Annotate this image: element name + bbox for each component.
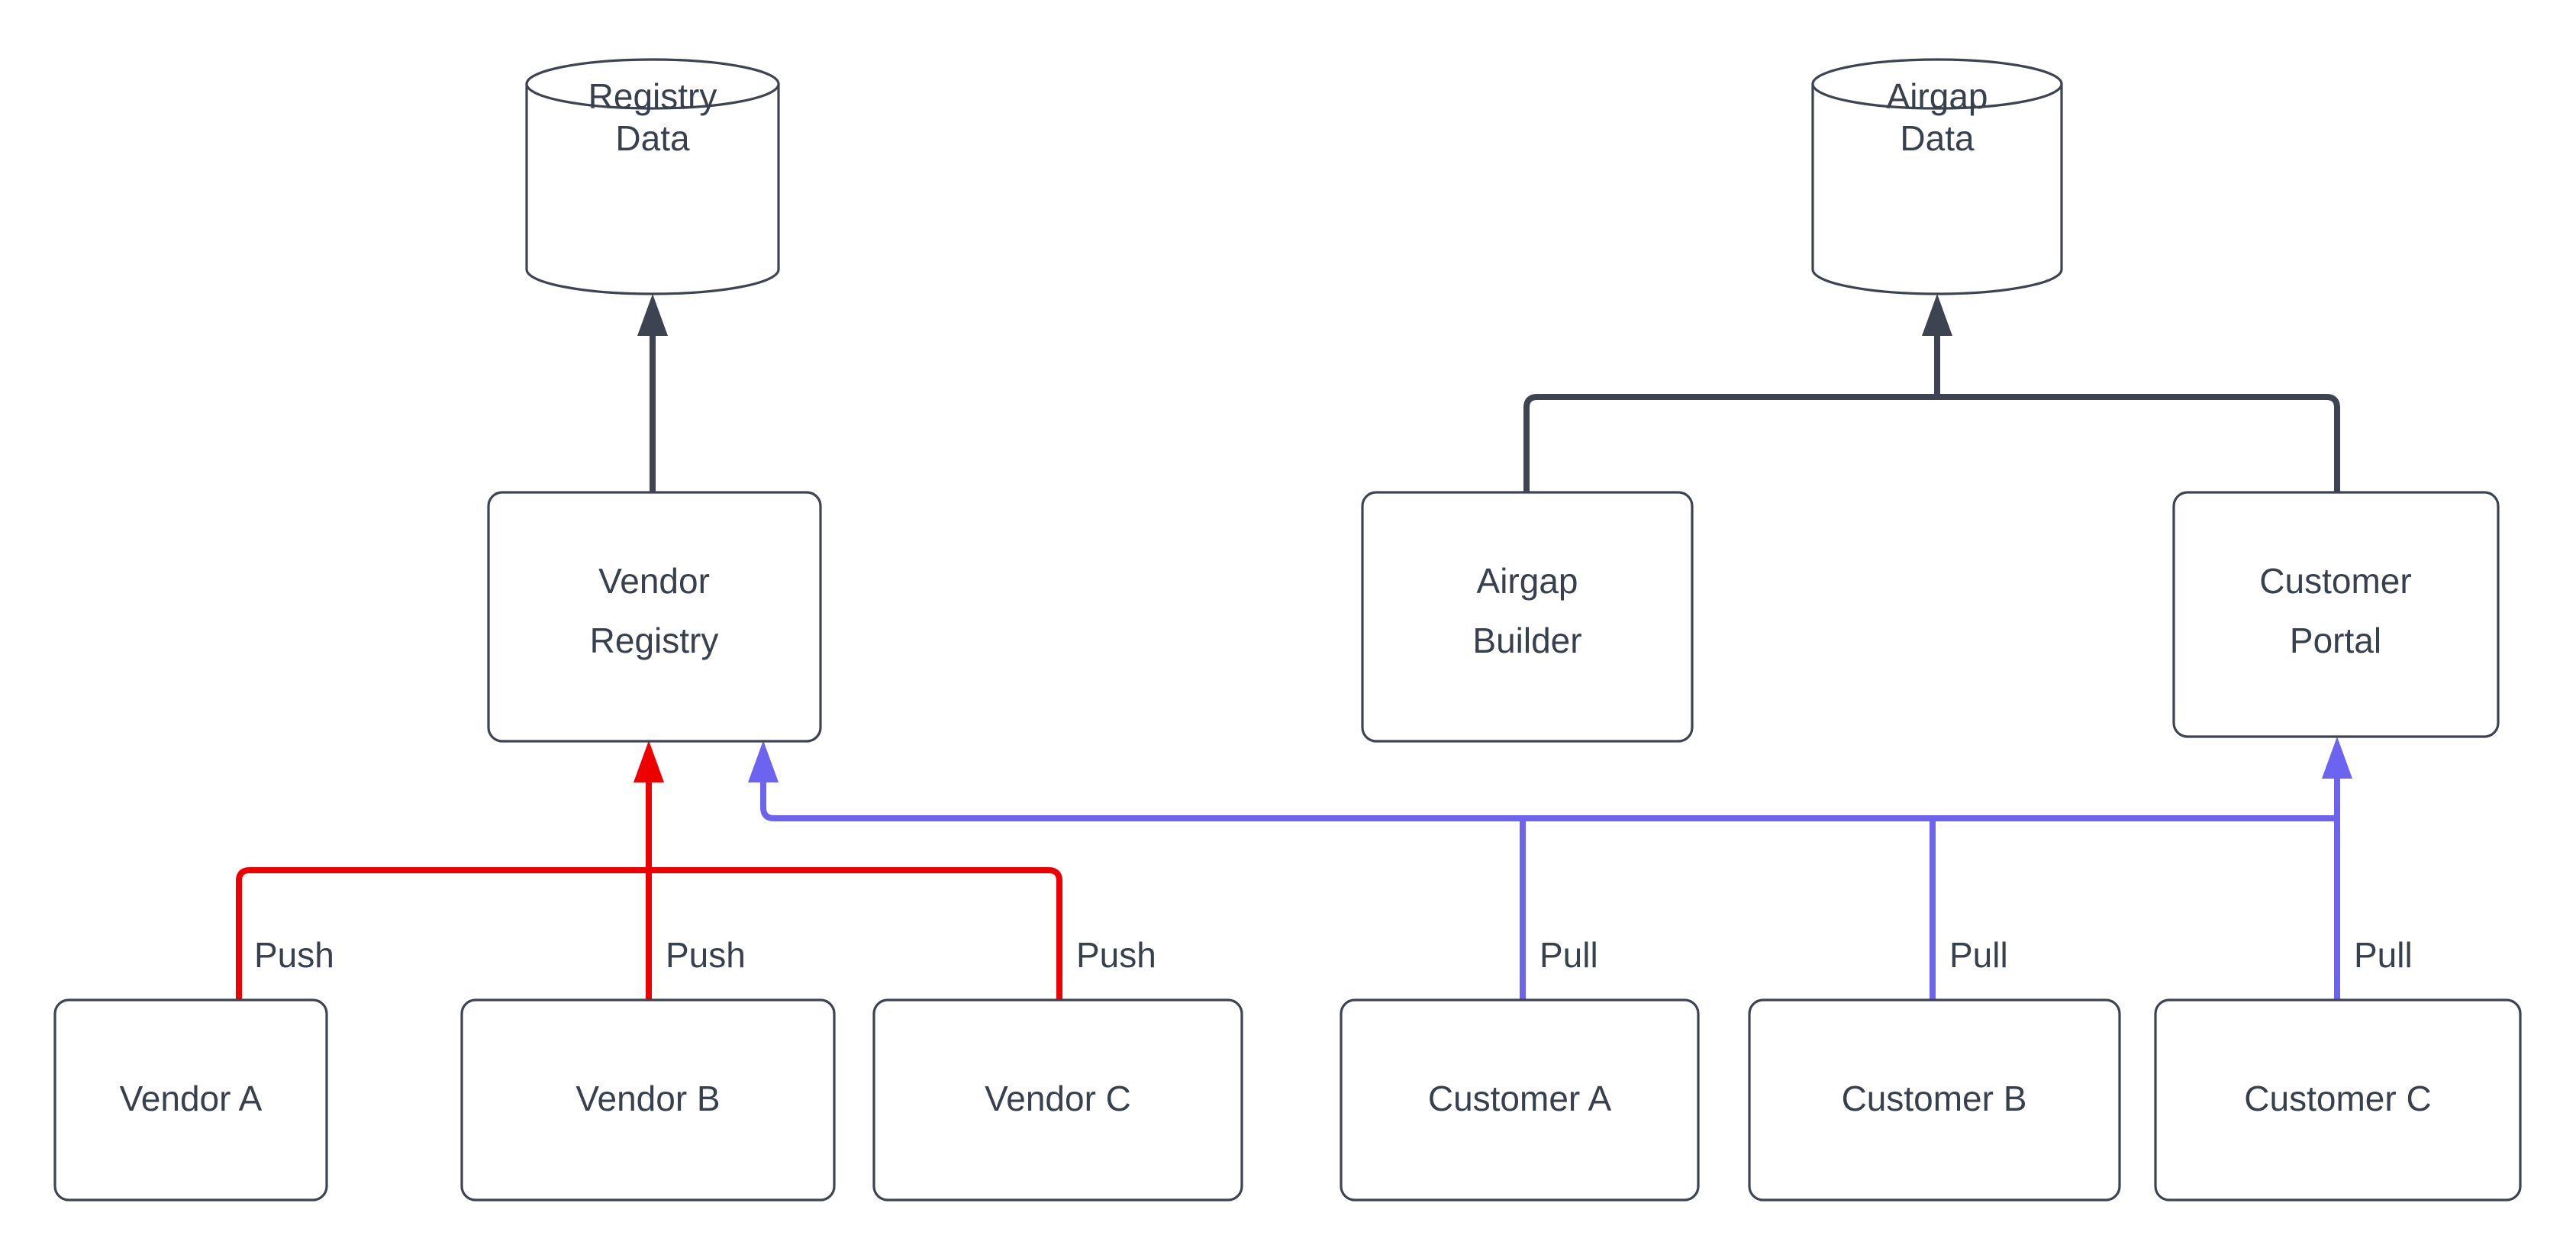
edge-pull-bus-left: [748, 740, 2337, 821]
node-registry-data[interactable]: Registry Data: [525, 58, 780, 295]
node-airgap-builder[interactable]: Airgap Builder: [1361, 491, 1694, 743]
customer-portal-label-line2: Portal: [2290, 621, 2381, 660]
vendor-registry-label-line2: Registry: [590, 621, 719, 660]
edge-airgap-builder-to-airgap-data: [1523, 394, 1937, 492]
airgap-data-label-line2: Data: [1900, 118, 1975, 158]
node-customer-portal[interactable]: Customer Portal: [2172, 491, 2500, 738]
vendor-a-label: Vendor A: [120, 1079, 263, 1118]
customer-b-label: Customer B: [1842, 1079, 2027, 1118]
airgap-data-label-line1: Airgap: [1887, 76, 1988, 116]
edge-push-arrow-into-vendor-registry: [634, 740, 664, 870]
airgap-builder-label-line1: Airgap: [1477, 561, 1578, 601]
node-airgap-data[interactable]: Airgap Data: [1811, 58, 2063, 295]
edge-vendor-a-push: [236, 867, 649, 1000]
node-customer-c[interactable]: Customer C: [2154, 998, 2522, 1202]
edge-label-pull-customer-b: Pull: [1949, 935, 2008, 975]
edge-vendor-c-push: [649, 867, 1062, 1000]
edge-label-pull-customer-a: Pull: [1539, 935, 1598, 975]
customer-portal-label-line1: Customer: [2259, 561, 2411, 601]
registry-data-label-line2: Data: [615, 118, 690, 158]
edge-label-push-vendor-a: Push: [254, 935, 334, 975]
edge-vendor-registry-to-registry-data: [637, 294, 668, 492]
edge-label-push-vendor-b: Push: [666, 935, 746, 975]
edge-customer-c-pull: [2322, 737, 2352, 1000]
edge-airgap-data-arrow: [1922, 294, 1952, 397]
node-vendor-b[interactable]: Vendor B: [460, 998, 836, 1202]
node-vendor-a[interactable]: Vendor A: [53, 998, 328, 1202]
customer-a-label: Customer A: [1428, 1079, 1612, 1118]
node-customer-b[interactable]: Customer B: [1748, 998, 2121, 1202]
node-vendor-c[interactable]: Vendor C: [872, 998, 1243, 1202]
edge-customer-portal-to-airgap-data: [1937, 394, 2340, 492]
edge-label-push-vendor-c: Push: [1076, 935, 1156, 975]
vendor-b-label: Vendor B: [575, 1079, 720, 1118]
edge-label-pull-customer-c: Pull: [2354, 935, 2413, 975]
registry-data-label-line1: Registry: [588, 76, 717, 116]
airgap-builder-label-line2: Builder: [1472, 621, 1581, 660]
vendor-c-label: Vendor C: [985, 1079, 1131, 1118]
node-vendor-registry[interactable]: Vendor Registry: [487, 491, 822, 743]
vendor-registry-label-line1: Vendor: [598, 561, 710, 601]
customer-c-label: Customer C: [2244, 1079, 2431, 1118]
node-customer-a[interactable]: Customer A: [1340, 998, 1700, 1202]
